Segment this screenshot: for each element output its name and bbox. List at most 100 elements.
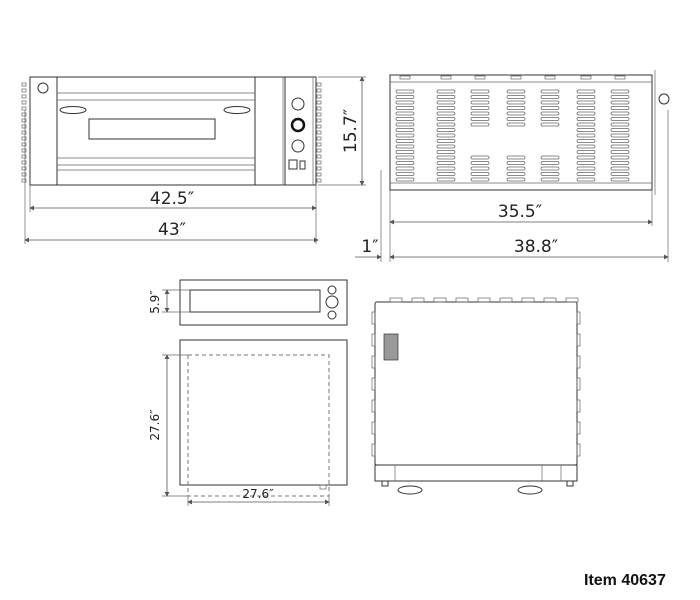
top-view — [371, 297, 581, 495]
louver — [576, 117, 596, 121]
louver — [576, 144, 596, 149]
louver — [610, 117, 630, 121]
door-handle-left — [59, 106, 87, 114]
louver — [395, 128, 415, 132]
dimension-side-depth: 35.5″ — [498, 202, 542, 222]
thermostat-knob-icon — [291, 97, 305, 111]
vent-ridge — [316, 172, 322, 177]
louver — [540, 117, 560, 121]
louver — [470, 89, 490, 94]
louver — [610, 95, 630, 99]
louver — [506, 95, 526, 99]
vent-bump — [576, 399, 581, 413]
louver — [436, 166, 456, 171]
vent-bump — [521, 297, 535, 303]
louver — [436, 111, 456, 116]
louver — [610, 122, 630, 127]
louver — [470, 166, 490, 171]
vent-slot — [614, 75, 626, 80]
louver — [506, 122, 526, 127]
louver — [540, 166, 560, 171]
vent-ridge — [316, 142, 322, 147]
thermometer-gauge-icon — [290, 117, 306, 133]
door-front-view — [179, 279, 348, 326]
vent-ridge — [316, 166, 322, 171]
louver — [506, 166, 526, 171]
louver — [470, 122, 490, 127]
louver — [395, 111, 415, 116]
louver — [540, 95, 560, 99]
louver — [436, 172, 456, 176]
dimension-side-offset: 1″ — [361, 237, 378, 257]
vent-ridge — [21, 82, 27, 87]
louver — [576, 95, 596, 99]
louver — [395, 95, 415, 99]
louver — [470, 177, 490, 182]
louver — [436, 89, 456, 94]
vent-ridge — [316, 94, 322, 99]
vent-ridge — [316, 178, 322, 183]
louver — [395, 161, 415, 165]
vent-ridge — [316, 124, 322, 129]
vent-bump — [371, 399, 376, 413]
louver — [610, 144, 630, 149]
front-view — [21, 76, 322, 186]
vent-bump — [576, 311, 581, 325]
louver — [395, 150, 415, 154]
dimension-chamber-depth: 27.6″ — [148, 409, 162, 441]
louver — [576, 133, 596, 138]
louver — [610, 150, 630, 154]
vent-bump — [371, 443, 376, 457]
vent-ridge — [316, 88, 322, 93]
louver — [576, 111, 596, 116]
louver — [436, 100, 456, 105]
louver — [610, 161, 630, 165]
louver — [436, 106, 456, 110]
louver — [540, 106, 560, 110]
vent-bump — [371, 355, 376, 369]
vent-ridge — [316, 112, 322, 117]
vent-bump — [371, 333, 376, 347]
vent-ridge — [21, 172, 27, 177]
vent-ridge — [21, 142, 27, 147]
louver — [436, 177, 456, 182]
louver — [395, 89, 415, 94]
louver — [576, 89, 596, 94]
vent-bump — [371, 311, 376, 325]
vent-bump — [433, 297, 447, 303]
dimension-front-inner-width: 42.5″ — [150, 189, 194, 209]
vent-slot — [399, 75, 411, 80]
louver — [436, 150, 456, 154]
louver — [540, 172, 560, 176]
louver — [610, 166, 630, 171]
vent-bump — [576, 333, 581, 347]
vent-ridge — [21, 166, 27, 171]
louver — [395, 177, 415, 182]
side-view — [389, 70, 670, 195]
vent-slot — [580, 75, 592, 80]
louver — [576, 100, 596, 105]
vent-bump — [371, 421, 376, 435]
vent-ridge — [316, 106, 322, 111]
louver — [470, 106, 490, 110]
vent-slot — [440, 75, 452, 80]
louver — [395, 133, 415, 138]
louver — [540, 155, 560, 160]
louver — [610, 89, 630, 94]
vent-bump — [565, 297, 579, 303]
louver — [576, 139, 596, 143]
door-handle-right — [223, 106, 251, 114]
louver — [506, 117, 526, 121]
side-knob-icon — [658, 93, 670, 105]
vent-ridge — [316, 118, 322, 123]
dimension-chamber-width: 27.6″ — [242, 487, 274, 501]
louver — [470, 161, 490, 165]
vent-ridge — [21, 154, 27, 159]
indicator-light-icon — [37, 82, 49, 94]
item-number-label: Item 40637 — [584, 572, 666, 589]
vent-ridge — [316, 148, 322, 153]
louver — [576, 128, 596, 132]
louver — [506, 161, 526, 165]
chamber-plan-view — [179, 339, 348, 497]
